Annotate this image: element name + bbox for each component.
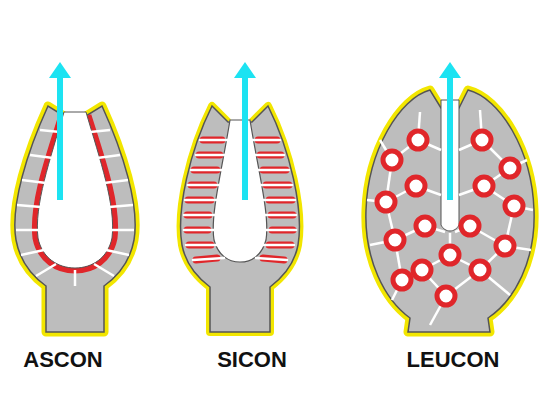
flow-arrow	[49, 62, 461, 200]
type-label: LEUCON	[407, 349, 500, 371]
type-label: SICON	[217, 349, 287, 371]
sicon-body	[181, 106, 300, 332]
ascon-body	[15, 106, 135, 332]
type-label: ASCON	[23, 349, 102, 371]
